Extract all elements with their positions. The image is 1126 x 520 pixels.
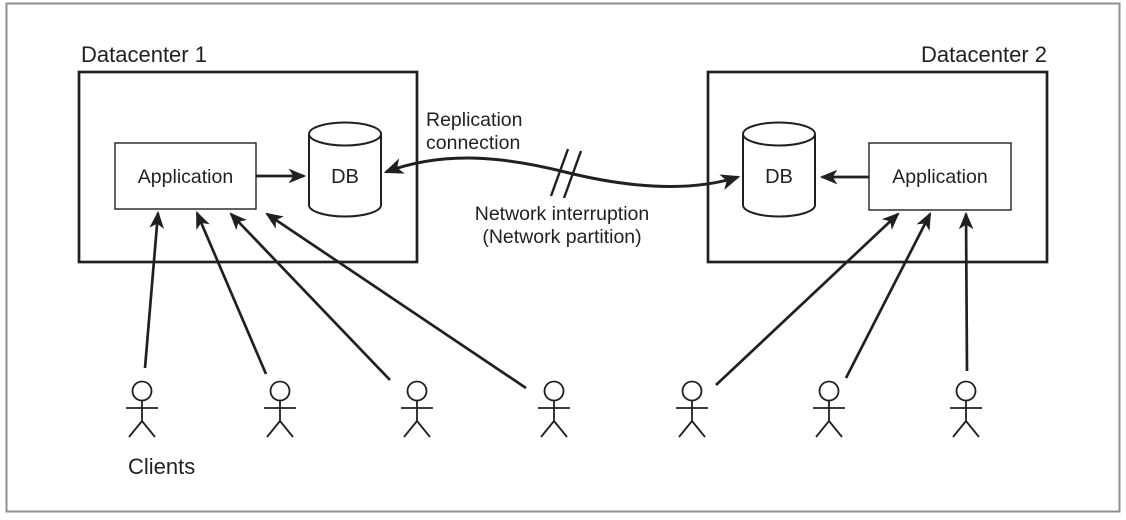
replication-label-line1: Replication [426,109,522,131]
client-person-icon [675,380,709,438]
application1-label: Application [138,166,233,188]
network-break-icon [549,148,583,199]
client-person-icon [949,380,983,438]
application2-label: Application [892,166,987,188]
client-arrow [229,212,391,381]
client-arrow [265,212,527,390]
client-person-icon [263,380,297,438]
page-frame [5,2,1121,513]
client-arrow [715,212,900,386]
db2-cylinder-icon: DB [742,121,816,218]
network-interruption-label-line2: (Network partition) [482,226,641,248]
datacenter2-label: Datacenter 2 [921,42,1047,67]
network-interruption-label-line1: Network interruption [475,203,650,225]
client-arrow [958,211,974,372]
client-person-icon [812,380,846,438]
client-person-icon [400,380,434,438]
client-figures [125,380,983,438]
db1-cylinder-icon: DB [308,121,382,218]
replication-label-line2: connection [426,132,520,154]
replication-connection-arrow [383,156,741,190]
client-arrow [195,210,268,375]
client-arrow [844,212,932,379]
client-arrows [143,210,974,390]
client-person-icon [125,380,159,438]
client-person-icon [537,380,571,438]
datacenter1-label: Datacenter 1 [81,42,207,67]
client-arrow [143,210,165,369]
clients-label: Clients [128,454,195,479]
db1-label: DB [331,166,359,188]
db2-label: DB [765,166,793,188]
